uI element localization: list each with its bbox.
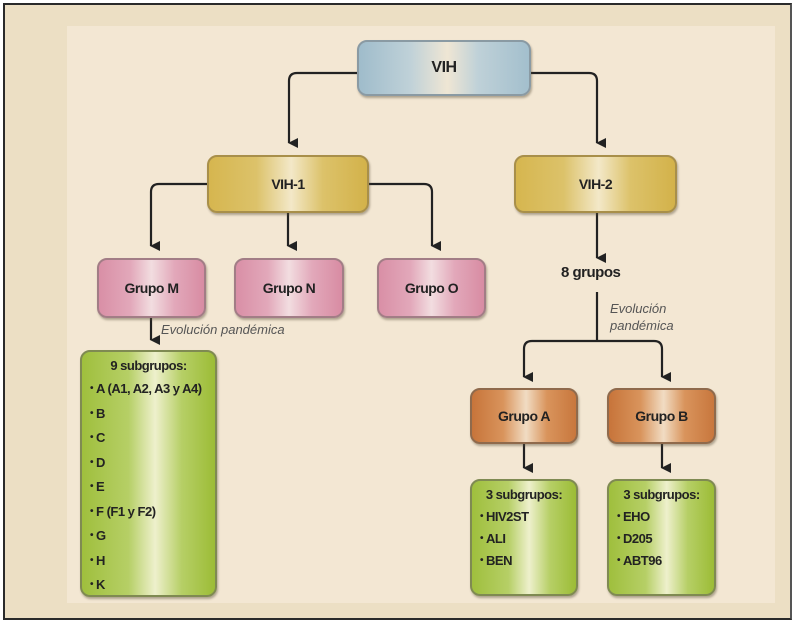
vih1-evolution-note: Evolución pandémica (161, 322, 285, 337)
subgroup-item: •ABT96 (617, 553, 662, 568)
bullet-icon: • (90, 407, 94, 419)
subgroup-item: •EHO (617, 509, 650, 524)
node-grupo-o-label: Grupo O (404, 280, 459, 296)
node-vih-2-label: VIH-2 (578, 176, 613, 192)
node-vih-1: VIH-1 (207, 155, 369, 213)
bullet-icon: • (90, 481, 94, 492)
node-grupo-b-label: Grupo B (635, 408, 688, 424)
subgroup-item: •C (90, 430, 105, 445)
subgroup-item: •D (90, 454, 105, 470)
bullet-icon: • (480, 533, 484, 544)
connector-vih1-to-grupo-o (369, 182, 441, 251)
connector-to-grupo-b (597, 339, 671, 382)
bullet-icon: • (480, 511, 484, 522)
grupo-a-subgroups-box: 3 subgrupos: •HIV2ST •ALI •BEN (470, 479, 578, 596)
grupo-b-subgroups-title: 3 subgrupos: (623, 487, 700, 502)
node-grupo-n: Grupo N (234, 258, 344, 318)
grupo-a-subgroups-title: 3 subgrupos: (485, 487, 563, 502)
bullet-icon: • (90, 579, 94, 590)
node-grupo-b: Grupo B (607, 388, 716, 444)
subgroup-item: •G (90, 528, 106, 543)
connector-to-grupo-a (522, 339, 597, 382)
vih1-subgroups-title: 9 subgrupos: (110, 358, 187, 373)
subgroup-item: •H (90, 552, 105, 568)
node-grupo-a-label: Grupo A (498, 408, 550, 424)
connector-vih-to-vih2 (531, 71, 606, 148)
connector-vih1-to-grupo-m (149, 182, 207, 251)
subgroup-item: •HIV2ST (480, 509, 529, 524)
node-grupo-n-label: Grupo N (262, 280, 316, 296)
node-vih: VIH (357, 40, 531, 96)
bullet-icon: • (90, 432, 94, 443)
bullet-icon: • (617, 533, 621, 544)
vih1-subgroups-box: 9 subgrupos: •A (A1, A2, A3 y A4) •B •C … (80, 350, 217, 597)
subgroup-item: •D205 (617, 531, 653, 546)
vih1-subgroups-list: •A (A1, A2, A3 y A4) •B •C •D •E •F (F1 … (90, 377, 207, 598)
node-vih-1-label: VIH-1 (271, 176, 305, 192)
vih2-group-count: 8 grupos (561, 264, 621, 281)
node-grupo-m: Grupo M (97, 258, 206, 318)
node-grupo-o: Grupo O (377, 258, 486, 318)
subgroup-item: •K (90, 577, 105, 592)
node-grupo-a: Grupo A (470, 388, 578, 444)
connector-vih-to-vih1 (287, 71, 357, 148)
bullet-icon: • (90, 456, 94, 468)
node-grupo-m-label: Grupo M (124, 280, 179, 296)
subgroup-item: •E (90, 479, 105, 494)
subgroup-item: •F (F1 y F2) (90, 503, 156, 519)
subgroup-item: •A (A1, A2, A3 y A4) (90, 381, 202, 396)
subgroup-item: •B (90, 405, 105, 421)
bullet-icon: • (90, 530, 94, 541)
bullet-icon: • (90, 505, 94, 517)
subgroup-item: •BEN (480, 553, 512, 568)
subgroup-item: •ALI (480, 531, 506, 546)
vih2-evolution-note: Evolución pandémica (610, 301, 674, 333)
node-vih-label: VIH (431, 59, 457, 76)
grupo-b-subgroups-box: 3 subgrupos: •EHO •D205 •ABT96 (607, 479, 716, 596)
bullet-icon: • (90, 383, 94, 394)
bullet-icon: • (90, 554, 94, 566)
bullet-icon: • (617, 555, 621, 566)
node-vih-2: VIH-2 (514, 155, 677, 213)
bullet-icon: • (480, 555, 484, 566)
bullet-icon: • (617, 511, 621, 522)
